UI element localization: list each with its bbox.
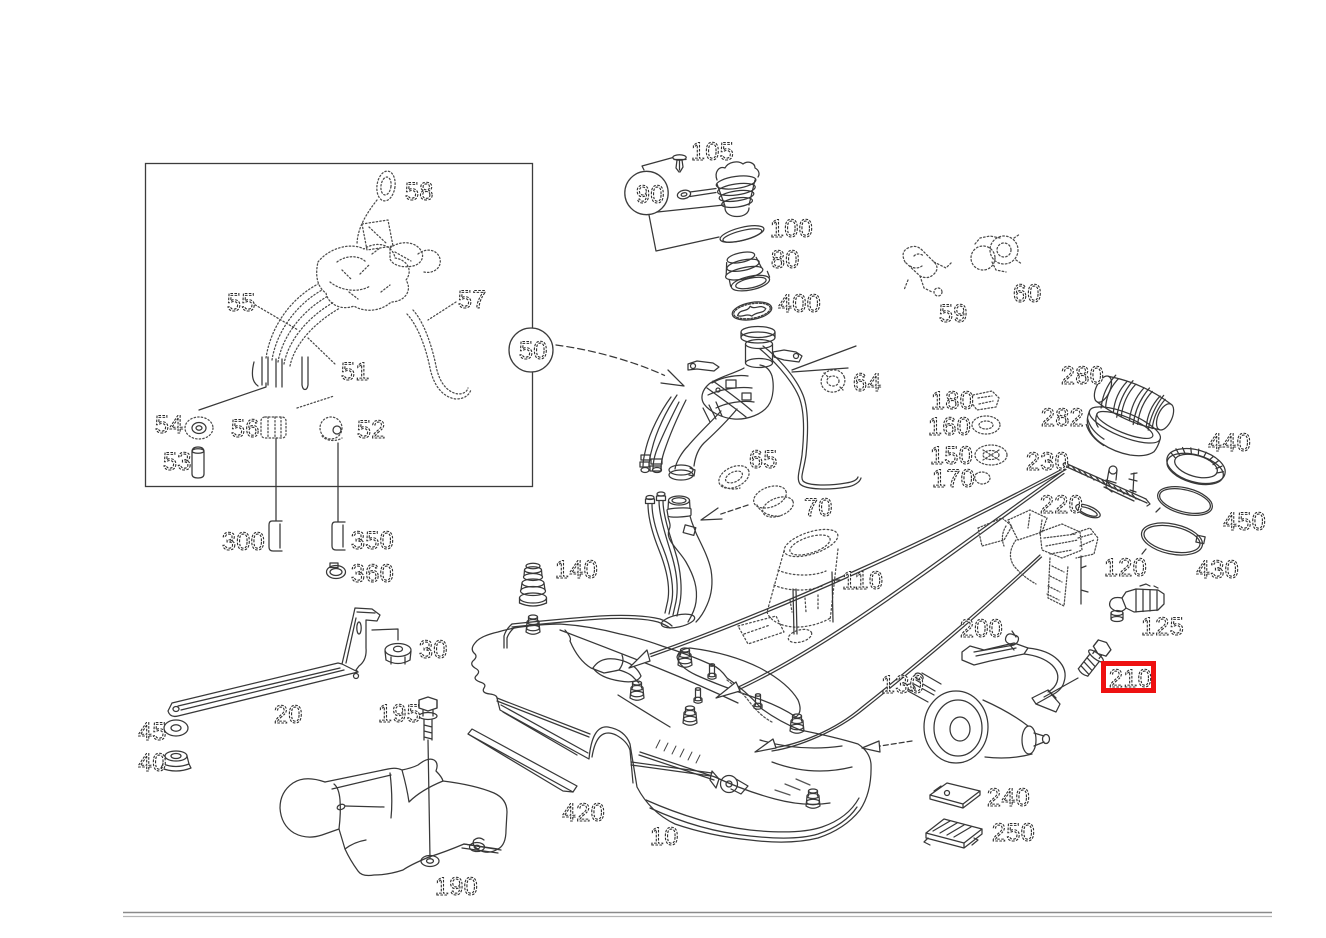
svg-text:50: 50 xyxy=(519,337,548,365)
svg-text:80: 80 xyxy=(771,246,800,274)
svg-text:20: 20 xyxy=(274,701,303,729)
svg-text:55: 55 xyxy=(227,289,256,317)
svg-text:125: 125 xyxy=(1141,613,1184,641)
svg-text:64: 64 xyxy=(853,369,882,397)
svg-text:150: 150 xyxy=(930,442,973,470)
svg-text:300: 300 xyxy=(222,528,265,556)
svg-text:360: 360 xyxy=(351,560,394,588)
svg-text:230: 230 xyxy=(1026,448,1069,476)
svg-text:57: 57 xyxy=(458,286,487,314)
svg-text:160: 160 xyxy=(928,413,971,441)
svg-text:420: 420 xyxy=(562,799,605,827)
svg-text:195: 195 xyxy=(378,700,421,728)
svg-text:220: 220 xyxy=(1040,491,1083,519)
svg-text:52: 52 xyxy=(357,416,386,444)
svg-text:400: 400 xyxy=(778,290,821,318)
svg-text:51: 51 xyxy=(341,358,370,386)
svg-text:90: 90 xyxy=(636,181,665,209)
svg-text:60: 60 xyxy=(1013,280,1042,308)
svg-text:210: 210 xyxy=(1109,665,1152,693)
svg-text:200: 200 xyxy=(960,615,1003,643)
svg-text:130: 130 xyxy=(881,671,924,699)
svg-text:54: 54 xyxy=(155,411,184,439)
svg-text:280: 280 xyxy=(1061,362,1104,390)
svg-text:110: 110 xyxy=(842,567,883,595)
svg-text:140: 140 xyxy=(555,556,598,584)
svg-text:10: 10 xyxy=(650,823,679,851)
svg-text:53: 53 xyxy=(163,448,192,476)
svg-text:40: 40 xyxy=(138,749,167,777)
svg-text:105: 105 xyxy=(691,138,734,166)
svg-text:450: 450 xyxy=(1223,508,1266,536)
svg-text:190: 190 xyxy=(435,873,478,901)
svg-text:100: 100 xyxy=(770,215,813,243)
svg-text:59: 59 xyxy=(939,300,968,328)
svg-text:58: 58 xyxy=(405,178,434,206)
svg-text:240: 240 xyxy=(987,784,1030,812)
svg-text:180: 180 xyxy=(931,387,974,415)
svg-text:282: 282 xyxy=(1041,404,1084,432)
svg-text:30: 30 xyxy=(419,636,448,664)
svg-text:120: 120 xyxy=(1104,554,1147,582)
svg-text:45: 45 xyxy=(138,718,167,746)
svg-text:56: 56 xyxy=(231,415,260,443)
svg-text:70: 70 xyxy=(804,494,833,522)
svg-text:250: 250 xyxy=(992,819,1035,847)
svg-text:350: 350 xyxy=(351,527,394,555)
svg-text:430: 430 xyxy=(1196,556,1239,584)
svg-text:440: 440 xyxy=(1208,429,1251,457)
svg-text:170: 170 xyxy=(932,465,975,493)
svg-text:65: 65 xyxy=(749,446,778,474)
